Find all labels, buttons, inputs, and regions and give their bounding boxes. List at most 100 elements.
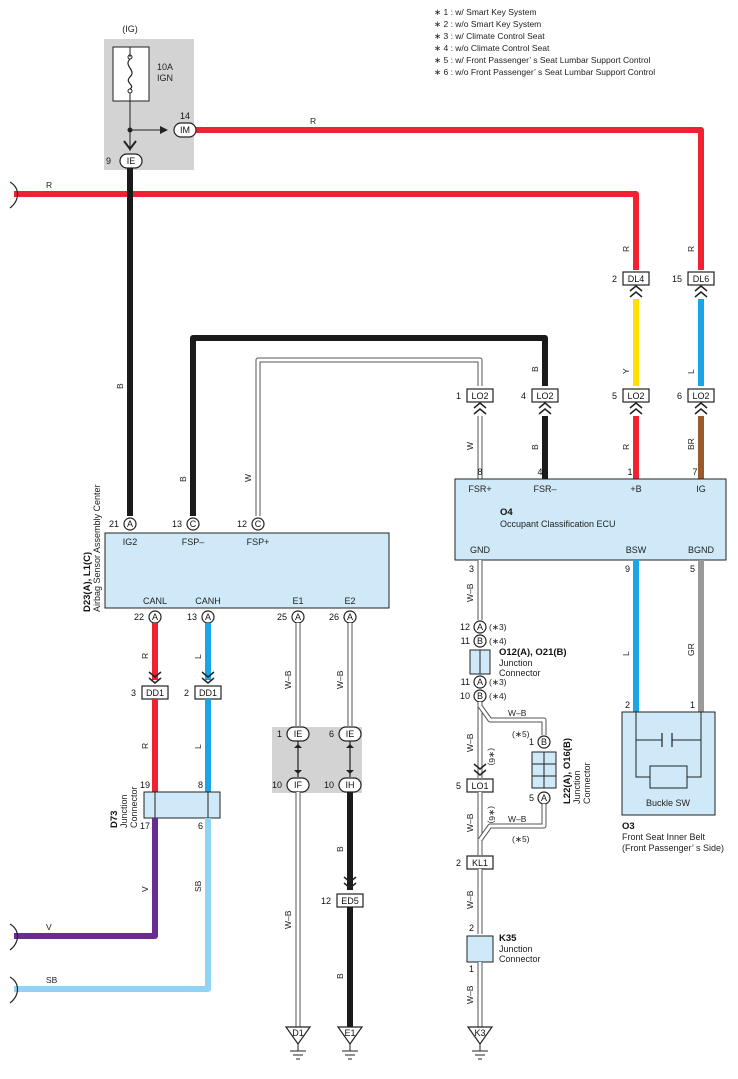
svg-text:(∗3): (∗3) — [489, 622, 507, 632]
wire-label: W — [465, 442, 475, 450]
svg-text:D73: D73 — [109, 811, 120, 828]
wire-label: W–B — [465, 890, 475, 909]
svg-text:IG: IG — [696, 484, 706, 494]
svg-text:12: 12 — [460, 622, 470, 632]
svg-text:13: 13 — [187, 612, 197, 622]
svg-text:O12(A), O21(B): O12(A), O21(B) — [499, 647, 567, 658]
wire-label: R — [310, 116, 316, 126]
svg-text:15: 15 — [672, 274, 682, 284]
connector-ih-10: IH 10 — [324, 777, 362, 793]
svg-text:DL6: DL6 — [693, 274, 710, 284]
svg-text:5: 5 — [612, 391, 617, 401]
legend-line-3: ∗ 3 : w/ Climate Control Seat — [434, 31, 545, 41]
wire-label: V — [140, 886, 150, 892]
wire-label: BR — [686, 438, 696, 450]
svg-text:1: 1 — [529, 737, 534, 747]
svg-text:A: A — [127, 519, 133, 529]
svg-text:A: A — [205, 612, 211, 622]
svg-text:3: 3 — [469, 564, 474, 574]
svg-text:17: 17 — [140, 821, 150, 831]
buckle-switch-icon — [649, 765, 688, 789]
connector-dd1-3: DD1 3 — [131, 685, 169, 700]
connector-dd1-2: DD1 2 — [184, 685, 222, 700]
svg-text:10: 10 — [324, 780, 334, 790]
svg-text:LO2: LO2 — [692, 391, 709, 401]
wire-label: L — [686, 369, 696, 374]
junction-connector-k35: 2 1 K35 Junction Connector — [466, 923, 541, 974]
wire-label: W–B — [335, 670, 345, 689]
wire-label: B — [115, 383, 125, 389]
airbag-code: D23(A), L1(C) — [82, 552, 93, 612]
ecu-name: Occupant Classification ECU — [500, 519, 616, 529]
svg-text:26: 26 — [329, 612, 339, 622]
connector-kl1: KL1 2 — [456, 855, 494, 870]
connector-dl6: DL6 15 — [672, 271, 715, 298]
svg-text:13: 13 — [172, 519, 182, 529]
wire-label: W–B — [465, 733, 475, 752]
svg-text:2: 2 — [184, 688, 189, 698]
junction-connector-d73: 19 8 17 6 D73 Junction Connector — [109, 780, 221, 831]
svg-text:CANL: CANL — [143, 596, 167, 606]
svg-text:IM: IM — [180, 125, 190, 135]
wire-v — [14, 818, 158, 939]
svg-text:Junction: Junction — [572, 770, 582, 804]
svg-text:LO2: LO2 — [627, 391, 644, 401]
svg-text:9: 9 — [625, 564, 630, 574]
wire-label: SB — [46, 975, 58, 985]
ign-fuse: (IG) 10A IGN — [112, 24, 173, 151]
svg-text:Junction: Junction — [499, 944, 533, 954]
wire-label: GR — [686, 643, 696, 656]
svg-text:12: 12 — [237, 519, 247, 529]
wire-label: W–B — [465, 813, 475, 832]
connector-lo2-1: LO2 1 — [456, 388, 494, 415]
svg-text:FSP+: FSP+ — [247, 537, 270, 547]
svg-text:11: 11 — [461, 677, 470, 687]
legend-line-6: ∗ 6 : w/o Front Passenger’ s Seat Lumbar… — [434, 67, 655, 77]
connector-lo2-5: LO2 5 — [612, 388, 650, 415]
connector-lo2-6: LO2 6 — [677, 388, 715, 415]
svg-text:D1: D1 — [292, 1028, 304, 1038]
connector-ie-6: IE 6 — [329, 726, 362, 742]
wire-wb-branch-l22-return — [478, 804, 546, 841]
svg-text:BSW: BSW — [626, 545, 647, 555]
svg-text:5: 5 — [690, 564, 695, 574]
svg-text:10: 10 — [272, 780, 282, 790]
wire-w-fsp-plus — [256, 358, 482, 516]
svg-text:A: A — [477, 677, 483, 687]
ground-e1-icon: E1 — [336, 1026, 364, 1060]
svg-text:A: A — [152, 612, 158, 622]
legend-line-1: ∗ 1 : w/ Smart Key System — [434, 7, 537, 17]
svg-text:2: 2 — [469, 923, 474, 933]
svg-text:Junction: Junction — [499, 658, 533, 668]
svg-text:1: 1 — [277, 729, 282, 739]
wire-label: B — [178, 476, 188, 482]
svg-text:K35: K35 — [499, 933, 517, 944]
junction-connector-o12: A 12 (∗3) B 11 (∗4) O12(A), O21(B) Junct… — [460, 620, 567, 703]
connector-ed5: ED5 12 — [321, 893, 364, 908]
wire-label: R — [140, 743, 150, 749]
fuse-element-icon — [127, 58, 133, 90]
wire-label: SB — [193, 880, 203, 892]
svg-text:(∗4): (∗4) — [489, 691, 507, 701]
connector-lo2-4: LO2 4 — [521, 388, 559, 415]
airbag-sensor-assembly: D23(A), L1(C) Airbag Sensor Assembly Cen… — [82, 484, 390, 624]
fuse-name: IGN — [157, 73, 173, 83]
svg-text:GND: GND — [470, 545, 491, 555]
svg-text:25: 25 — [277, 612, 287, 622]
wire-sb — [14, 818, 211, 992]
svg-text:(∗3): (∗3) — [489, 677, 507, 687]
svg-text:DD1: DD1 — [146, 688, 164, 698]
svg-text:(Front Passenger’ s Side): (Front Passenger’ s Side) — [622, 843, 724, 853]
svg-text:KL1: KL1 — [472, 858, 488, 868]
svg-text:IE: IE — [346, 729, 355, 739]
legend-line-5: ∗ 5 : w/ Front Passenger’ s Seat Lumbar … — [434, 55, 651, 65]
wire-label: V — [46, 922, 52, 932]
wire-label: W–B — [283, 910, 293, 929]
option-mark: (∗5) — [512, 834, 530, 844]
wire-label: Y — [621, 368, 631, 374]
svg-text:Buckle SW: Buckle SW — [646, 798, 691, 808]
svg-text:E1: E1 — [292, 596, 303, 606]
svg-text:6: 6 — [329, 729, 334, 739]
wire-label: B — [335, 846, 345, 852]
